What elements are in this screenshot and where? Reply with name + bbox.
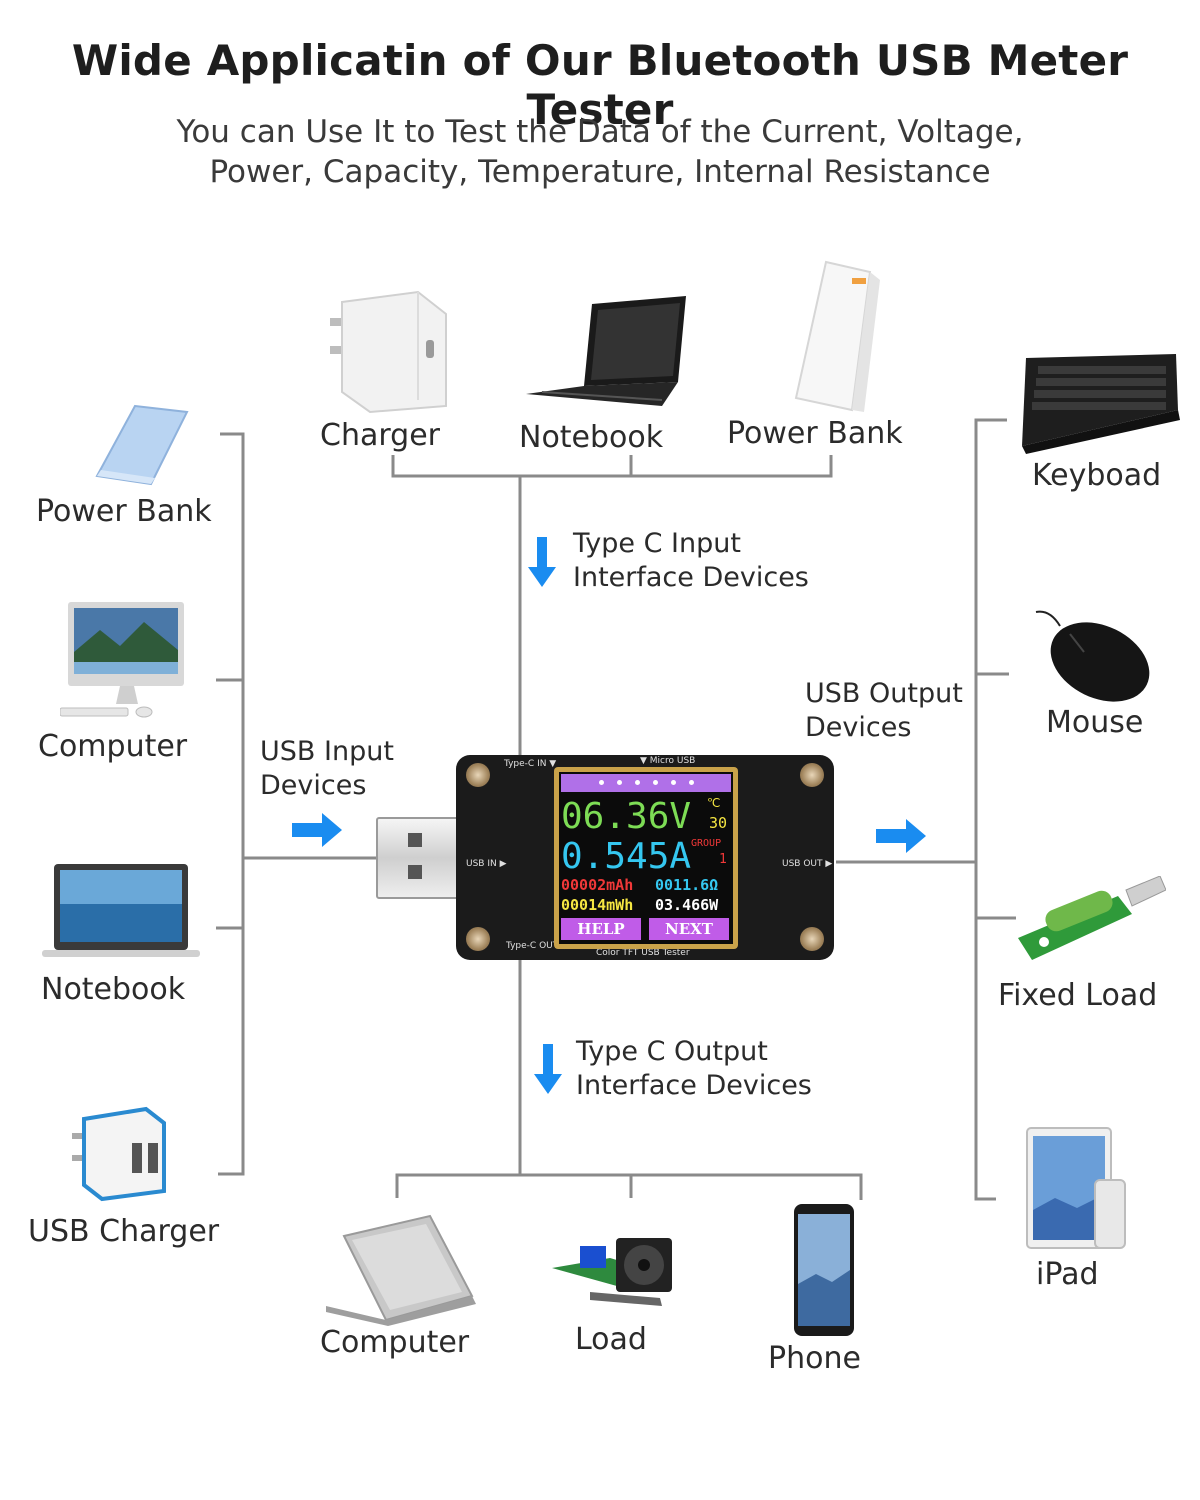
group-value: 1: [719, 852, 727, 867]
bottom-device-label-load: Load: [575, 1322, 647, 1357]
left-device-label-usb-charger: USB Charger: [28, 1214, 220, 1249]
phone-image: [794, 1204, 854, 1336]
current-reading: 0.545A: [561, 836, 692, 877]
label-typec-out: Type-C OUT ▼: [506, 941, 569, 951]
right-bracket-line: [974, 418, 1007, 1201]
right-device-label-mouse: Mouse: [1046, 705, 1144, 740]
arrow-down-typec-input: [528, 537, 556, 587]
mouse-image: [1035, 610, 1150, 702]
load-image: [552, 1238, 672, 1306]
right-device-label-ipad: iPad: [1036, 1257, 1099, 1292]
ipad-image: [1026, 1127, 1126, 1249]
usb-charger-left-image: [72, 1106, 166, 1202]
usb-a-plug: [376, 817, 466, 899]
left-device-label-computer: Computer: [38, 729, 188, 764]
top-bracket-line: [391, 455, 833, 478]
help-button[interactable]: HELP: [561, 918, 641, 940]
usb-input-line-1: USB Input: [260, 736, 394, 767]
page-subtitle: You can Use It to Test the Data of the C…: [0, 112, 1200, 192]
usb-output-line-1: USB Output: [805, 678, 963, 709]
temperature-unit: ℃: [707, 796, 721, 810]
subtitle-line-1: You can Use It to Test the Data of the C…: [176, 114, 1024, 150]
top-device-label-notebook: Notebook: [519, 420, 664, 455]
usb-meter-device: Type-C IN ▼ ▼ Micro USB USB IN ▶ USB OUT…: [376, 755, 836, 960]
screw-bottom-left: [466, 927, 490, 951]
right-device-label-fixed-load: Fixed Load: [998, 978, 1158, 1013]
arrow-right-usb-input: [292, 813, 342, 847]
bottom-device-label-phone: Phone: [768, 1341, 861, 1376]
left-device-label-notebook: Notebook: [41, 972, 186, 1007]
power-bank-left-image: [95, 404, 189, 486]
usb-output-annotation: USB Output Devices: [805, 677, 963, 745]
typec-output-line-2: Interface Devices: [576, 1070, 812, 1101]
resistance-reading: 0011.6Ω: [655, 876, 719, 894]
arrow-down-typec-output: [534, 1044, 562, 1094]
screw-bottom-right: [800, 927, 824, 951]
top-device-label-power-bank: Power Bank: [727, 416, 903, 451]
charger-image: [330, 290, 447, 414]
typec-output-annotation: Type C Output Interface Devices: [576, 1035, 812, 1103]
power-bank-top-image: [794, 260, 880, 412]
bottom-device-label-computer: Computer: [320, 1325, 470, 1360]
notebook-left-image: [42, 864, 200, 957]
right-device-label-keyboard: Keyboad: [1032, 458, 1162, 493]
label-micro-usb: ▼ Micro USB: [640, 756, 696, 766]
temperature-value: 30: [709, 814, 728, 832]
group-label: GROUP: [691, 838, 722, 849]
screw-top-right: [800, 763, 824, 787]
typec-input-line-1: Type C Input: [573, 528, 741, 559]
label-usb-out: USB OUT ▶: [782, 859, 833, 869]
label-usb-in: USB IN ▶: [466, 859, 507, 869]
subtitle-line-2: Power, Capacity, Temperature, Internal R…: [209, 154, 991, 190]
page-title: Wide Applicatin of Our Bluetooth USB Met…: [71, 36, 1129, 134]
typec-output-line-1: Type C Output: [576, 1036, 768, 1067]
label-color-tft: Color TFT USB Tester: [596, 948, 690, 958]
arrow-right-usb-output: [876, 819, 926, 853]
capacity-reading: 00002mAh: [561, 876, 634, 894]
usb-output-line-2: Devices: [805, 712, 912, 743]
screw-top-left: [466, 763, 490, 787]
meter-body: Type-C IN ▼ ▼ Micro USB USB IN ▶ USB OUT…: [456, 755, 834, 960]
meter-screen: 06.36V ℃ 30 0.545A GROUP 1 00002mAh 0011…: [554, 767, 738, 949]
left-bracket-line: [218, 432, 245, 1176]
usb-input-line-2: Devices: [260, 770, 367, 801]
label-typec-in: Type-C IN ▼: [504, 759, 557, 769]
voltage-reading: 06.36V: [561, 796, 692, 837]
typec-input-annotation: Type C Input Interface Devices: [573, 527, 809, 595]
energy-reading: 00014mWh: [561, 896, 634, 914]
fixed-load-image: [1018, 876, 1166, 960]
usb-input-annotation: USB Input Devices: [260, 735, 394, 803]
bottom-bracket-line: [395, 1173, 863, 1200]
status-bar: [561, 774, 731, 792]
typec-input-line-2: Interface Devices: [573, 562, 809, 593]
computer-left-image: [60, 602, 184, 718]
next-button[interactable]: NEXT: [649, 918, 729, 940]
keyboard-image: [1022, 354, 1180, 454]
computer-bottom-image: [326, 1214, 476, 1326]
left-device-label-power-bank: Power Bank: [36, 494, 212, 529]
notebook-top-image: [526, 296, 686, 406]
power-reading: 03.466W: [655, 896, 719, 914]
top-device-label-charger: Charger: [320, 418, 440, 453]
